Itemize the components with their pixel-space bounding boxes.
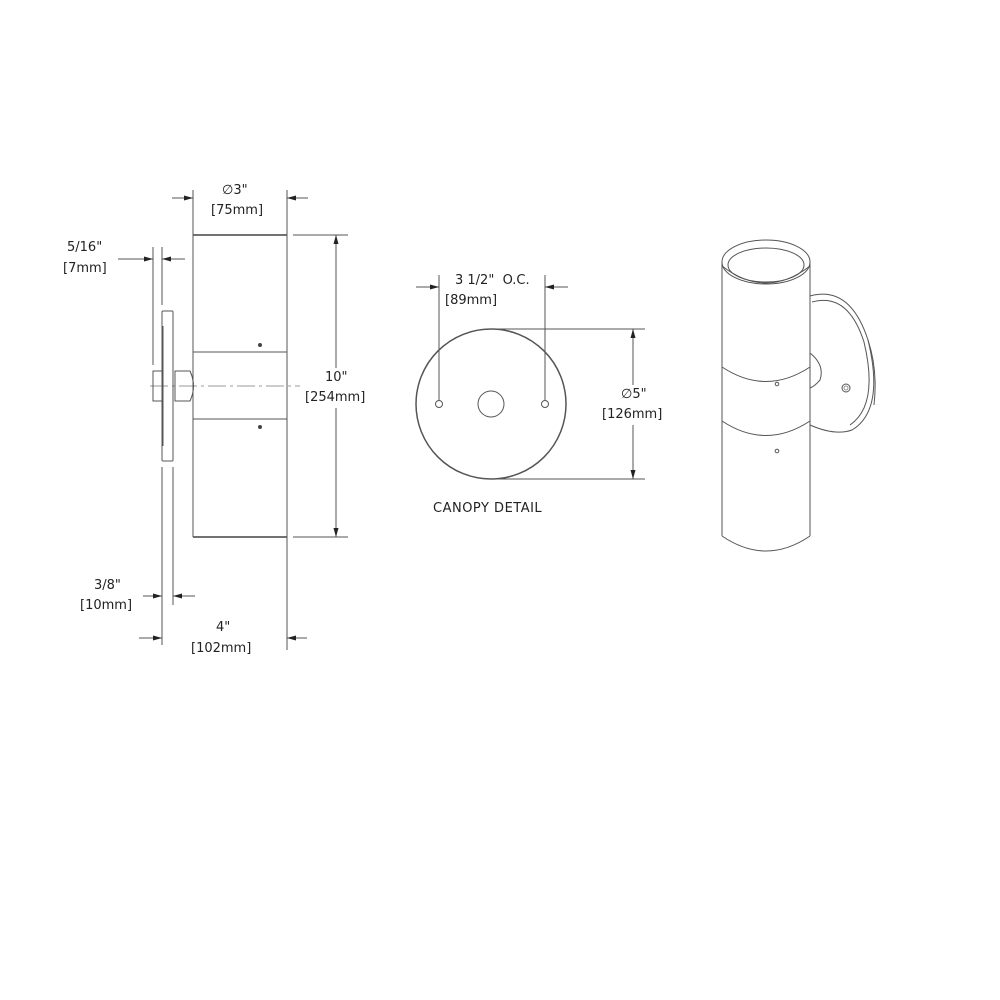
projection-mm-label: [102mm] <box>191 641 251 656</box>
projection-inch-label: 4" <box>216 620 230 635</box>
canopy-diameter-inch-label: ∅5" <box>621 387 647 402</box>
canopy-detail: 3 1/2" O.C. [89mm] ∅5" [126mm] CANOPY DE… <box>415 273 662 516</box>
plate-thickness-mm-label: [10mm] <box>80 598 132 613</box>
canopy-diameter-mm-label: [126mm] <box>602 407 662 422</box>
side-view: ∅3" [75mm] 5/16" [7mm] 10" [254mm] 3/8" … <box>63 183 365 656</box>
height-inch-label: 10" <box>325 370 348 385</box>
canopy-thickness-mm-label: [7mm] <box>63 261 107 276</box>
hole-spacing-inch-label: 3 1/2" O.C. <box>455 273 530 288</box>
isometric-view <box>721 239 876 552</box>
height-mm-label: [254mm] <box>305 390 365 405</box>
canopy-thickness-inch-label: 5/16" <box>67 240 102 255</box>
diameter-inch-label: ∅3" <box>222 183 248 198</box>
plate-thickness-inch-label: 3/8" <box>94 578 121 593</box>
diameter-mm-label: [75mm] <box>211 203 263 218</box>
canopy-detail-title: CANOPY DETAIL <box>433 501 542 516</box>
hole-spacing-mm-label: [89mm] <box>445 293 497 308</box>
